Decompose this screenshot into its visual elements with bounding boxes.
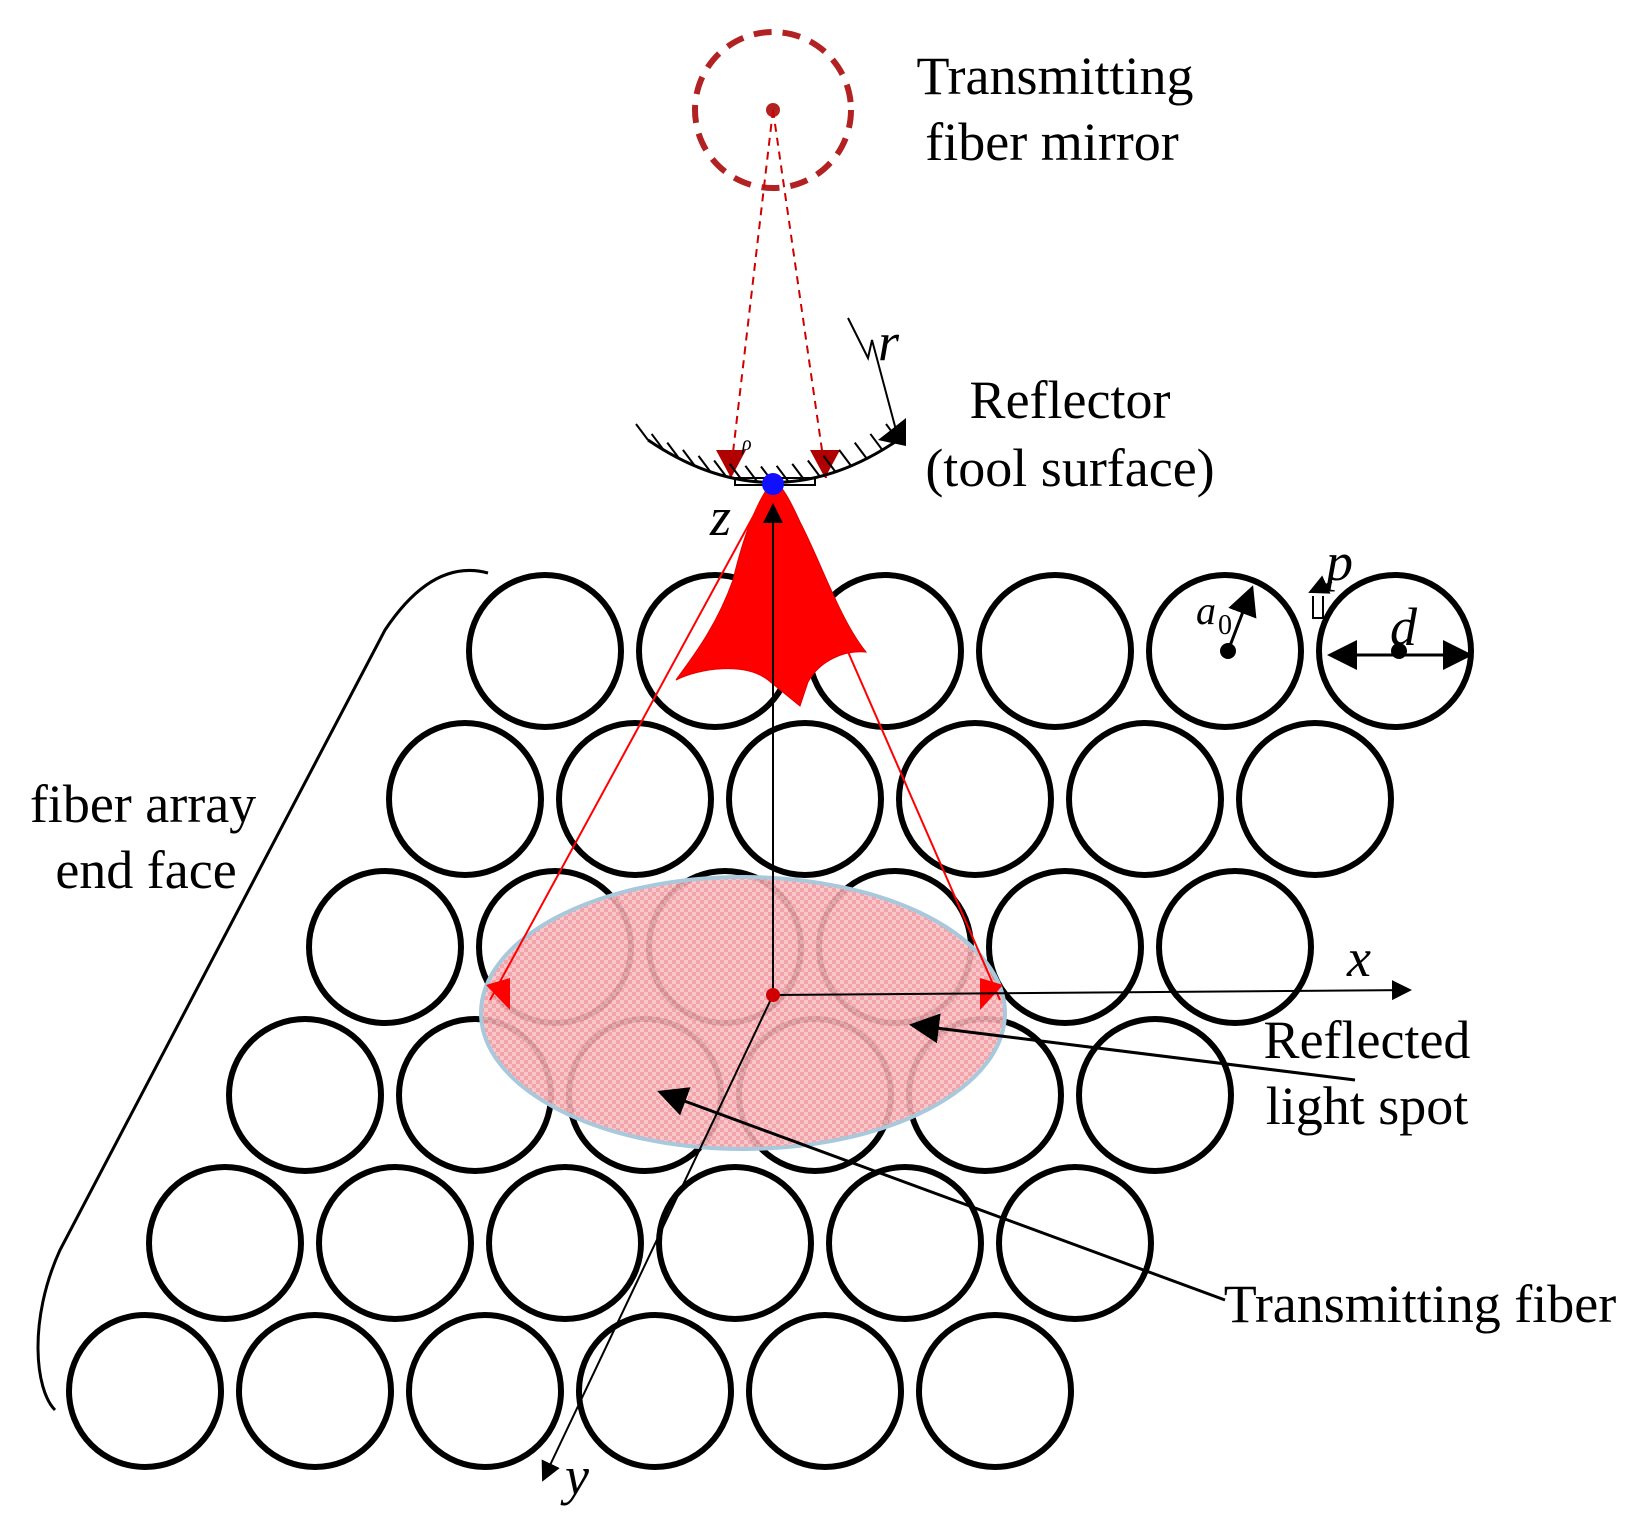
transmitting-fiber-label: Transmitting fiber: [1224, 1274, 1617, 1334]
fiber-core-r1-c5: [1146, 572, 1304, 730]
symbol-r: r: [878, 312, 900, 372]
fiber-core-r6-c4: [576, 1312, 734, 1470]
fiber-core-r5-c3: [486, 1164, 644, 1322]
fiber-core-r5-c6: [996, 1164, 1154, 1322]
fiber-core-r6-c6: [916, 1312, 1074, 1470]
fiber-core-r3-c1: [306, 868, 464, 1026]
fiber-core-r3-c6: [1156, 868, 1314, 1026]
fiber-core-r2-c4: [896, 720, 1054, 878]
array-label-line1: fiber array: [30, 774, 256, 834]
fiber-core-r3-c5: [986, 868, 1144, 1026]
reflector-label-line2: (tool surface): [925, 438, 1214, 498]
mirror-label-line2: fiber mirror: [925, 112, 1178, 172]
hatch-mark: [744, 465, 759, 483]
p-gap-arrow: [1308, 575, 1333, 594]
hatch-mark: [697, 455, 712, 473]
symbol-rho: ρ: [741, 433, 752, 455]
fiber-core-r2-c1: [386, 720, 544, 878]
spot-label-arrow: [909, 1013, 1356, 1082]
hatch-mark: [713, 459, 727, 478]
incident-arrow-right: [810, 450, 840, 478]
symbol-x: x: [1346, 928, 1371, 988]
fiber-core-r4-c1: [226, 1016, 384, 1174]
origin-dot: [766, 988, 780, 1002]
y-axis: [541, 994, 774, 1482]
ray-left: [489, 479, 774, 1001]
x-axis: [772, 980, 1412, 1001]
fiber-core-r6-c2: [236, 1312, 394, 1470]
symbol-p: p: [1322, 532, 1353, 592]
fiber-core-r1-c1: [466, 572, 624, 730]
fiber-core-r6-c1: [66, 1312, 224, 1470]
a0-radius-arrow: [1226, 585, 1257, 652]
hatch-mark: [650, 433, 665, 451]
fiber-core-r5-c5: [826, 1164, 984, 1322]
apex-point: [762, 473, 784, 495]
reflector-hatching: [635, 423, 899, 484]
fiber-core-r4-c6: [1076, 1016, 1234, 1174]
fiber-core-r2-c6: [1236, 720, 1394, 878]
hatch-mark: [682, 449, 696, 467]
ray-right: [772, 479, 1001, 1001]
fiber-core-r1-c4: [976, 572, 1134, 730]
fiber-core-r5-c2: [316, 1164, 474, 1322]
hatch-mark: [635, 423, 649, 441]
incident-beam-right: [772, 109, 827, 479]
symbol-y: y: [560, 1446, 589, 1506]
hatch-mark: [869, 433, 884, 451]
hatch-mark: [666, 441, 681, 460]
spot-label-line2: light spot: [1266, 1076, 1469, 1136]
symbol-a0-subscript: 0: [1218, 610, 1232, 641]
hatch-mark: [807, 459, 821, 478]
symbol-z: z: [709, 487, 731, 547]
array-label-line2: end face: [55, 840, 236, 900]
fiber-array: [66, 572, 1474, 1470]
hatch-mark: [822, 455, 837, 473]
symbol-d: d: [1390, 597, 1418, 657]
fiber-core-r6-c3: [406, 1312, 564, 1470]
hatch-mark: [853, 441, 868, 460]
transmitting-fiber-arrow: [657, 1087, 1226, 1302]
hatch-mark: [838, 449, 852, 467]
incident-beam-left: [729, 109, 774, 479]
spot-label-line1: Reflected: [1264, 1010, 1471, 1070]
mirror-label-line1: Transmitting: [916, 46, 1193, 106]
radius-leader: [847, 317, 897, 431]
symbol-a0: a: [1196, 588, 1216, 633]
mirror-circle: [692, 29, 854, 191]
radius-arrowhead: [878, 418, 906, 446]
fiber-core-r5-c1: [146, 1164, 304, 1322]
fiber-core-r2-c3: [726, 720, 884, 878]
light-cone: [675, 479, 868, 707]
array-bracket: [36, 569, 489, 1412]
fiber-core-r2-c5: [1066, 720, 1224, 878]
fiber-core-r2-c2: [556, 720, 714, 878]
ray-arrow-left: [486, 978, 510, 1010]
hatch-mark: [775, 465, 790, 483]
reflected-light-spot: [479, 875, 1007, 1151]
fiber-core-r5-c4: [656, 1164, 814, 1322]
p-gap-marker: [1312, 596, 1324, 619]
reflector-label-line1: Reflector: [970, 370, 1171, 430]
fiber-core-r6-c5: [746, 1312, 904, 1470]
